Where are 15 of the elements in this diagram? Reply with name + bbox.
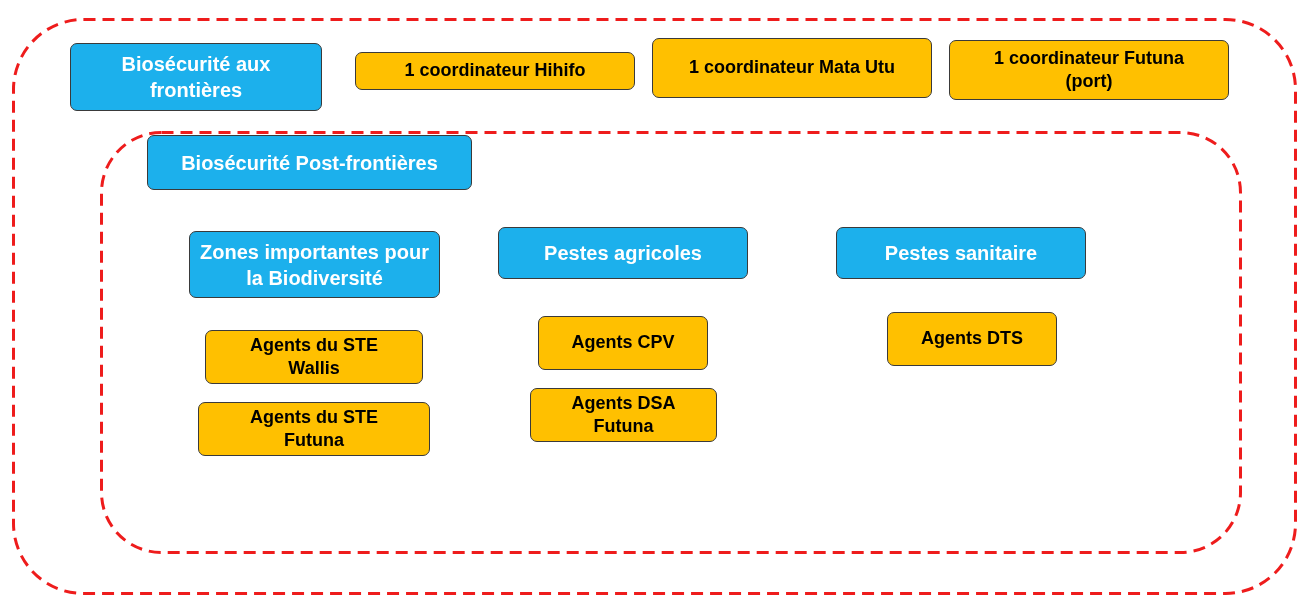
staff-box: Agents du STE Futuna [198,402,430,456]
staff-box: Agents du STE Wallis [205,330,423,384]
staff-box: Agents CPV [538,316,708,370]
category-box: Pestes agricoles [498,227,748,279]
dashed-region [12,18,1297,595]
category-box: Biosécurité aux frontières [70,43,322,111]
staff-box: Agents DSA Futuna [530,388,717,442]
category-box: Zones importantes pour la Biodiversité [189,231,440,298]
category-box: Pestes sanitaire [836,227,1086,279]
staff-box: Agents DTS [887,312,1057,366]
category-box: Biosécurité Post-frontières [147,135,472,190]
staff-box: 1 coordinateur Futuna (port) [949,40,1229,100]
staff-box: 1 coordinateur Hihifo [355,52,635,90]
dashed-region [100,131,1242,554]
staff-box: 1 coordinateur Mata Utu [652,38,932,98]
